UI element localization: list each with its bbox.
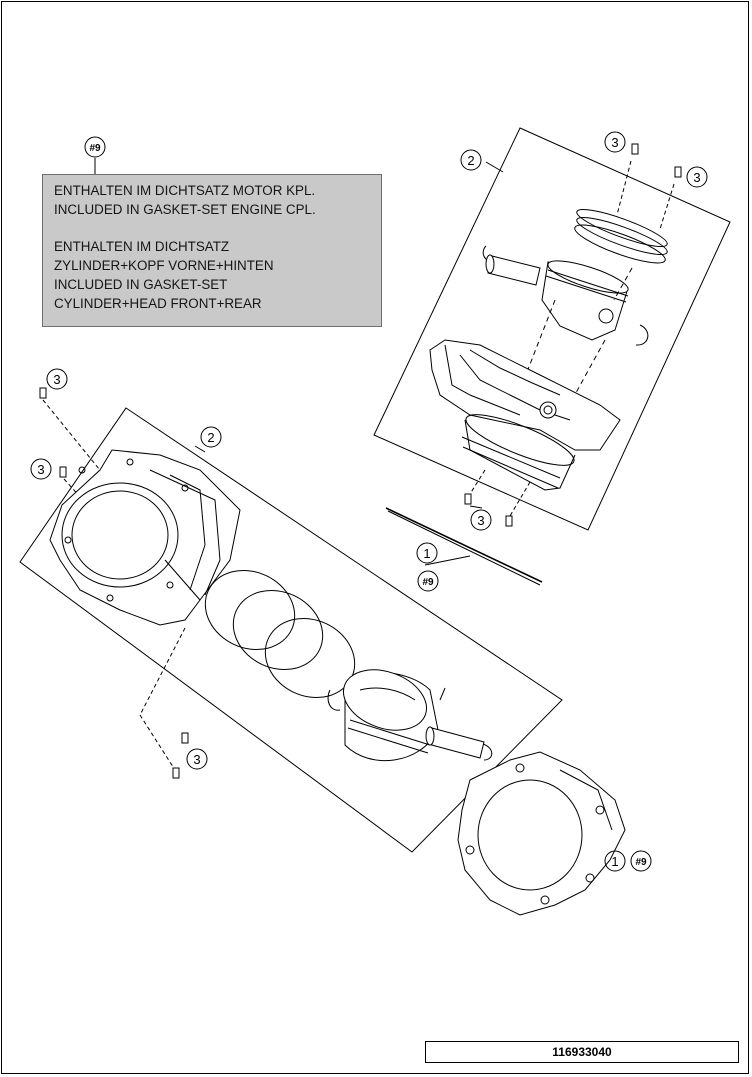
lower-set-frame [19, 407, 563, 853]
note-line-2: INCLUDED IN GASKET-SET ENGINE CPL. [54, 202, 316, 217]
callout-circle-2-upper [460, 149, 482, 171]
callout-9-middle: #9 [422, 577, 434, 588]
callout-1-middle: 1 [423, 546, 430, 561]
callout-3-top: 3 [611, 135, 618, 150]
callout-circle-1-middle [416, 542, 438, 564]
document-id: 116933040 [425, 1041, 739, 1063]
callout-3-left-a: 3 [53, 372, 60, 387]
callout-circle-3-left-a [46, 368, 68, 390]
note-line-5: INCLUDED IN GASKET-SET [54, 277, 228, 292]
callout-circle-3-bottom [186, 748, 208, 770]
note-line-1: ENTHALTEN IM DICHTSATZ MOTOR KPL. [54, 183, 316, 198]
callout-3-right: 3 [693, 170, 700, 185]
upper-set-frame [373, 127, 731, 531]
gasket-set-note: ENTHALTEN IM DICHTSATZ MOTOR KPL. INCLUD… [42, 174, 382, 327]
callout-circle-9-middle [417, 570, 439, 592]
callout-circle-9-bottom [630, 850, 652, 872]
callout-9-bottom: #9 [635, 857, 647, 868]
note-line-6: CYLINDER+HEAD FRONT+REAR [54, 296, 262, 311]
callout-circle-1-bottom [604, 850, 626, 872]
callout-circle-3-top [604, 131, 626, 153]
callout-3-left-b: 3 [37, 462, 44, 477]
note-line-4: ZYLINDER+KOPF VORNE+HINTEN [54, 258, 274, 273]
callout-circle-3-left-b [30, 458, 52, 480]
callout-circle-2-lower [200, 426, 222, 448]
note-ref-9: #9 [89, 143, 101, 154]
callout-circle-3-lower-right [470, 509, 492, 531]
callout-2-upper: 2 [467, 153, 474, 168]
callout-circle-9-note [84, 136, 106, 158]
callout-3-lower-right: 3 [477, 513, 484, 528]
callout-2-lower: 2 [207, 430, 214, 445]
callout-circle-3-right [686, 166, 708, 188]
callout-3-bottom: 3 [193, 752, 200, 767]
note-line-3: ENTHALTEN IM DICHTSATZ [54, 239, 230, 254]
callout-1-bottom: 1 [611, 854, 618, 869]
